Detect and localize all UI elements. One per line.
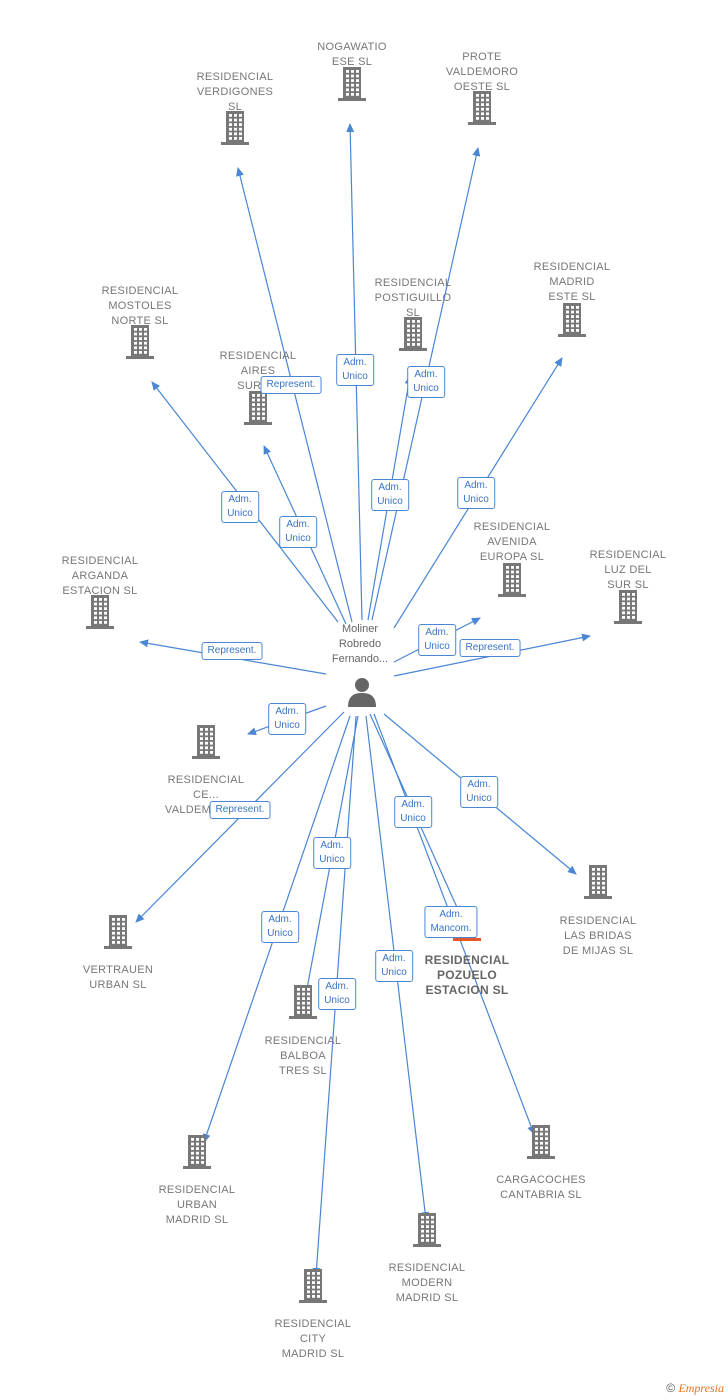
building-icon-aires[interactable] — [243, 390, 273, 426]
edge-label-vertrauen: Represent. — [209, 801, 271, 819]
edge-label-avenida: Adm. Unico — [418, 624, 456, 656]
company-label-cargacoches[interactable]: CARGACOCHES CANTABRIA SL — [496, 1174, 586, 1201]
company-label-avenida[interactable]: RESIDENCIAL AVENIDA EUROPA SL — [473, 521, 551, 563]
company-label-mostoles[interactable]: RESIDENCIAL MOSTOLES NORTE SL — [101, 285, 179, 327]
building-icon-valdemoro[interactable] — [191, 724, 221, 760]
company-label-city[interactable]: RESIDENCIAL CITY MADRID SL — [274, 1318, 352, 1360]
company-label-verdigones[interactable]: RESIDENCIAL VERDIGONES SL — [196, 71, 274, 113]
company-label-bridas[interactable]: RESIDENCIAL LAS BRIDAS DE MIJAS SL — [559, 915, 637, 957]
edge-label-nogawatio: Adm. Unico — [336, 354, 374, 386]
company-label-urban-madrid[interactable]: RESIDENCIAL URBAN MADRID SL — [158, 1184, 236, 1226]
edge-label-cargacoches: Adm. Mancom. — [424, 906, 478, 938]
building-icon-vertrauen[interactable] — [103, 914, 133, 950]
building-icon-balboa[interactable] — [288, 984, 318, 1020]
building-icon-bridas[interactable] — [583, 864, 613, 900]
edge-label-aires: Adm. Unico — [279, 516, 317, 548]
company-label-nogawatio[interactable]: NOGAWATIO ESE SL — [317, 41, 387, 68]
brand-logo[interactable]: Empresia — [678, 1381, 724, 1395]
edge-label-postiguillo: Adm. Unico — [371, 479, 409, 511]
person-icon[interactable] — [347, 676, 377, 713]
person-name[interactable]: Moliner Robredo Fernando... — [331, 623, 389, 665]
building-icon-city[interactable] — [298, 1268, 328, 1304]
company-label-balboa[interactable]: RESIDENCIAL BALBOA TRES SL — [264, 1035, 342, 1077]
building-icon-prote[interactable] — [467, 90, 497, 126]
building-icon-cargacoches[interactable] — [526, 1124, 556, 1160]
building-icon-mostoles[interactable] — [125, 324, 155, 360]
company-label-pozuelo[interactable]: RESIDENCIAL POZUELO ESTACION SL — [424, 953, 510, 997]
building-icon-luz[interactable] — [613, 589, 643, 625]
company-label-madrid-este[interactable]: RESIDENCIAL MADRID ESTE SL — [533, 261, 611, 303]
edge-label-pozuelo: Adm. Unico — [394, 796, 432, 828]
edge-line-verdigones — [236, 167, 353, 623]
company-label-vertrauen[interactable]: VERTRAUEN URBAN SL — [82, 964, 154, 991]
building-icon-urban-madrid[interactable] — [182, 1134, 212, 1170]
edge-label-arganda: Represent. — [201, 642, 263, 660]
building-icon-madrid-este[interactable] — [557, 302, 587, 338]
edge-label-mostoles: Adm. Unico — [221, 491, 259, 523]
building-icon-modern[interactable] — [412, 1212, 442, 1248]
building-icon-nogawatio[interactable] — [337, 66, 367, 102]
edge-label-balboa: Adm. Unico — [313, 837, 351, 869]
edge-label-modern: Adm. Unico — [375, 950, 413, 982]
building-icon-avenida[interactable] — [497, 562, 527, 598]
building-icon-verdigones[interactable] — [220, 110, 250, 146]
edge-label-valdemoro: Adm. Unico — [268, 703, 306, 735]
company-label-prote[interactable]: PROTE VALDEMORO OESTE SL — [445, 51, 519, 93]
company-label-modern[interactable]: RESIDENCIAL MODERN MADRID SL — [388, 1262, 466, 1304]
copyright-symbol: © — [666, 1381, 676, 1395]
edge-label-madrid-este: Adm. Unico — [457, 477, 495, 509]
company-label-postiguillo[interactable]: RESIDENCIAL POSTIGUILLO SL — [374, 277, 452, 319]
edge-label-bridas: Adm. Unico — [460, 776, 498, 808]
company-label-arganda[interactable]: RESIDENCIAL ARGANDA ESTACION SL — [61, 555, 139, 597]
building-icon-arganda[interactable] — [85, 594, 115, 630]
footer: © Empresia — [666, 1381, 724, 1396]
edge-label-verdigones: Represent. — [260, 376, 322, 394]
edge-label-luz: Represent. — [459, 639, 521, 657]
edge-label-urban-madrid: Adm. Unico — [261, 911, 299, 943]
company-label-luz[interactable]: RESIDENCIAL LUZ DEL SUR SL — [589, 549, 667, 591]
edge-label-city: Adm. Unico — [318, 978, 356, 1010]
edge-label-prote: Adm. Unico — [407, 366, 445, 398]
building-icon-postiguillo[interactable] — [398, 316, 428, 352]
